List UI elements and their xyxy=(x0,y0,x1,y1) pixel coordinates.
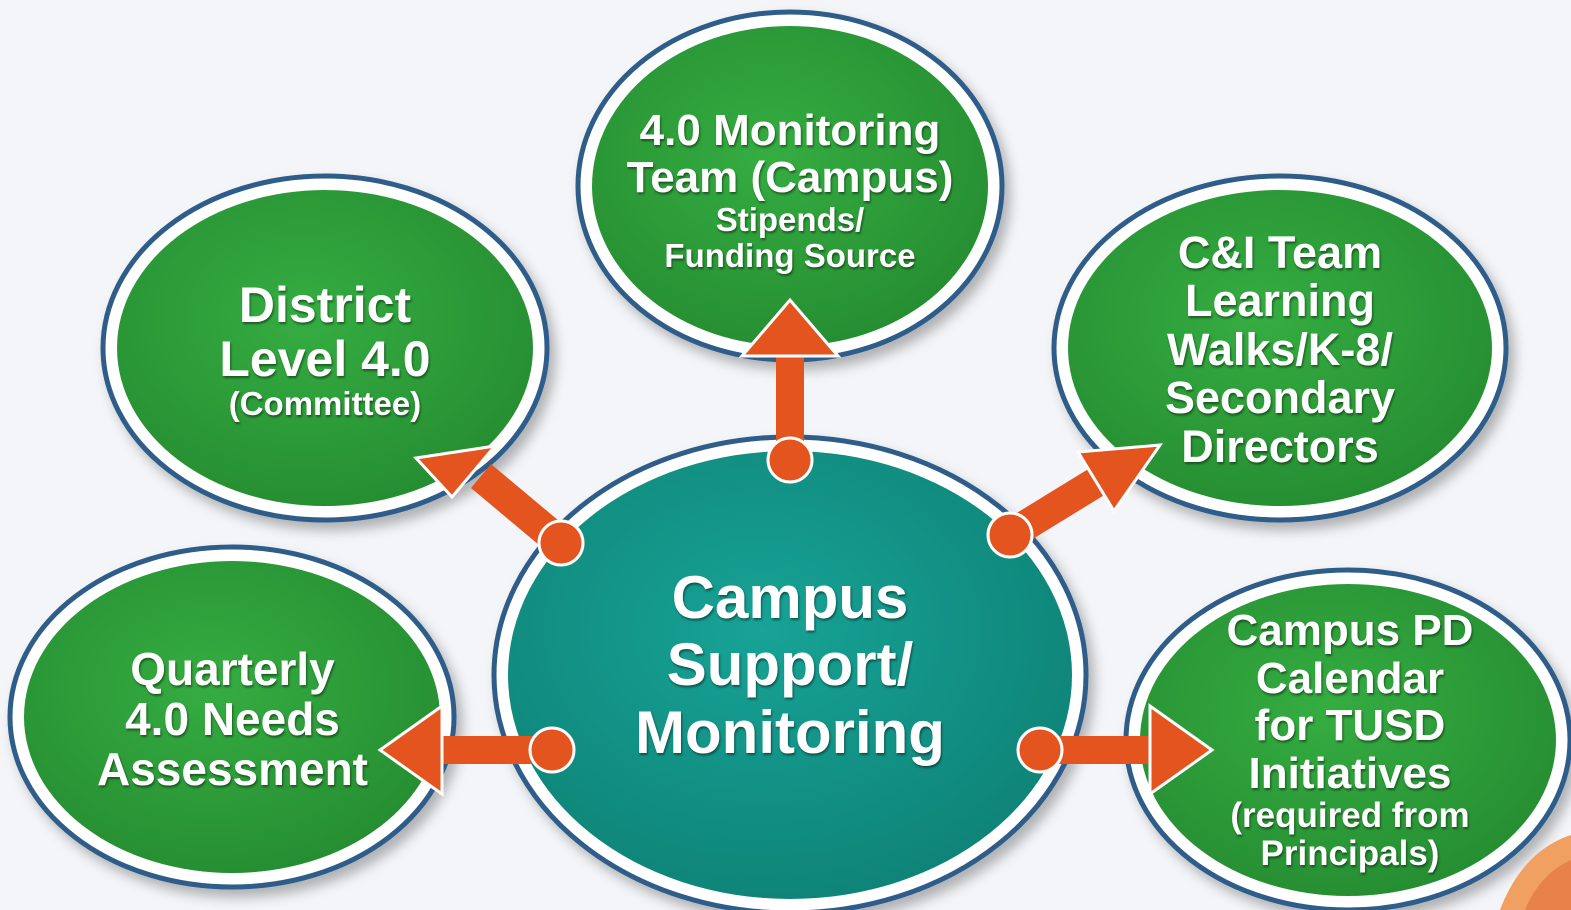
node-campus-pd: Campus PD Calendar for TUSD Initiatives … xyxy=(1160,595,1540,885)
node-quarterly: Quarterly 4.0 Needs Assessment xyxy=(40,630,425,810)
arrow-to-district-level xyxy=(412,443,585,567)
arrow-to-monitoring-team xyxy=(738,297,842,484)
node-ci-team: C&I Team Learning Walks/K-8/ Secondary D… xyxy=(1080,210,1480,490)
center-line-3: Monitoring xyxy=(635,698,945,766)
bubble-campus-pd xyxy=(1123,567,1571,910)
monitoring-team-title-1: 4.0 Monitoring xyxy=(639,105,941,155)
bubble-quarterly xyxy=(7,544,457,890)
campus-pd-line-2: Calendar xyxy=(1255,653,1445,703)
bubble-ci-team xyxy=(1051,173,1509,523)
monitoring-team-title-2: Team (Campus) xyxy=(626,153,954,203)
arrow-to-campus-pd xyxy=(1016,703,1215,797)
quarterly-line-1: Quarterly xyxy=(130,643,335,696)
arrow-to-quarterly xyxy=(377,703,576,797)
ci-team-line-4: Secondary xyxy=(1164,372,1396,424)
center-line-2: Support/ xyxy=(666,631,914,699)
bubble-district-level xyxy=(100,173,550,523)
campus-pd-line-4: Initiatives xyxy=(1248,748,1452,798)
corner-swoosh-decoration xyxy=(1500,835,1571,910)
campus-pd-sub-1: (required from xyxy=(1230,796,1470,836)
campus-pd-sub-2: Principals) xyxy=(1260,834,1440,874)
monitoring-team-sub-1: Stipends/ xyxy=(715,200,865,238)
quarterly-line-3: Assessment xyxy=(96,742,369,795)
bubble-center xyxy=(491,434,1089,910)
ci-team-line-1: C&I Team xyxy=(1177,226,1383,278)
arrow-to-ci-team xyxy=(986,443,1164,559)
node-district-level: District Level 4.0 (Committee) xyxy=(140,260,510,440)
campus-pd-line-3: for TUSD xyxy=(1254,701,1446,751)
monitoring-team-sub-2: Funding Source xyxy=(664,236,916,274)
campus-pd-line-1: Campus PD xyxy=(1226,606,1474,656)
quarterly-line-2: 4.0 Needs xyxy=(125,693,340,746)
bubble-monitoring-team xyxy=(575,9,1005,363)
center-line-1: Campus xyxy=(671,564,909,632)
ci-team-line-5: Directors xyxy=(1181,420,1379,472)
ci-team-line-3: Walks/K-8/ xyxy=(1167,323,1393,375)
district-level-title-1: District xyxy=(238,277,412,334)
node-monitoring-team: 4.0 Monitoring Team (Campus) Stipends/ F… xyxy=(590,90,990,290)
district-level-sub-1: (Committee) xyxy=(228,385,422,423)
ci-team-line-2: Learning xyxy=(1184,275,1376,327)
node-center: Campus Support/ Monitoring xyxy=(560,555,1020,775)
district-level-title-2: Level 4.0 xyxy=(219,331,431,388)
